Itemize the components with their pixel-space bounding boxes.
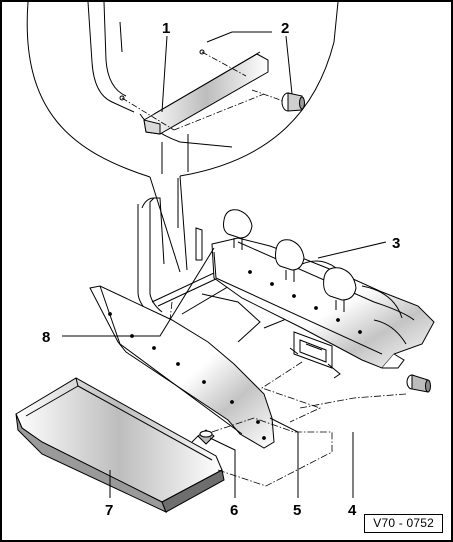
seat-foot — [382, 353, 405, 369]
assembly-line-sill — [169, 301, 173, 321]
screw-6 — [191, 429, 215, 445]
callout-3: 3 — [392, 235, 400, 252]
figure-code-label: V70 - 0752 — [364, 514, 443, 533]
body-contour-5 — [206, 31, 272, 43]
detail-circle-left-arc — [26, 2, 151, 178]
floor-cover-7 — [15, 377, 225, 513]
headrest-right — [323, 267, 357, 312]
leader-3 — [317, 241, 387, 259]
leader-2 — [285, 35, 293, 95]
trim-strip-1 — [143, 51, 269, 135]
leader-5 — [269, 417, 299, 498]
callout-7: 7 — [105, 502, 113, 519]
callout-6: 6 — [230, 502, 238, 519]
callout-leaders — [62, 35, 387, 498]
mount-hole-1 — [119, 95, 125, 101]
leader-8 — [62, 247, 215, 337]
inset-mount-lines — [121, 51, 287, 131]
detail-leader-right — [179, 175, 188, 271]
door-frame-top — [154, 197, 165, 265]
body-contour-6 — [161, 134, 189, 174]
leader-1 — [161, 35, 168, 113]
headrest-center — [275, 239, 305, 282]
door-frame-corner — [141, 197, 155, 209]
floor-cover-side-edge — [161, 469, 225, 513]
callout-8: 8 — [42, 329, 50, 346]
screw-2 — [281, 92, 305, 112]
floor-cover-crease-1 — [25, 385, 79, 417]
seat-contour-b — [361, 285, 403, 319]
headrest-left — [223, 209, 253, 250]
floor-contour-2 — [201, 293, 261, 343]
callout-5: 5 — [293, 502, 301, 519]
seat-top-crease — [237, 241, 415, 321]
wall-outer-edge — [137, 204, 161, 323]
side-panel-lower-edge — [119, 343, 243, 435]
assembly-lines — [169, 301, 407, 487]
detail-circle-right-arc — [179, 2, 339, 177]
body-contour-2 — [103, 2, 127, 97]
detail-inset — [26, 2, 339, 273]
body-contour-3 — [119, 21, 123, 53]
callout-4: 4 — [348, 502, 357, 519]
detail-leader-left — [149, 176, 181, 273]
body-contour-1 — [87, 2, 135, 113]
trim-strip-body — [143, 53, 269, 135]
seat-mount-bracket — [289, 331, 341, 379]
trim-strip-edge — [153, 51, 261, 115]
trim-strip-end — [143, 119, 161, 135]
seat-edge-left — [213, 251, 217, 279]
assembly-line-bolt-4 — [299, 393, 407, 409]
sill-edge — [157, 277, 219, 307]
callout-2: 2 — [281, 20, 289, 37]
seat-lower-edge — [215, 277, 383, 355]
leader-6 — [209, 437, 236, 498]
door-frame-left — [149, 197, 163, 313]
assembly-line-screw-6 — [211, 417, 333, 487]
mount-hole-2 — [199, 49, 205, 55]
bolt-4 — [406, 374, 431, 393]
floor-cover-crease-2 — [77, 385, 213, 461]
wall-bracket — [195, 227, 203, 261]
seat-contour-c — [373, 319, 407, 345]
side-panel-body — [89, 285, 275, 449]
assembly-line-bolt-path — [261, 361, 322, 423]
callout-1: 1 — [162, 20, 170, 37]
